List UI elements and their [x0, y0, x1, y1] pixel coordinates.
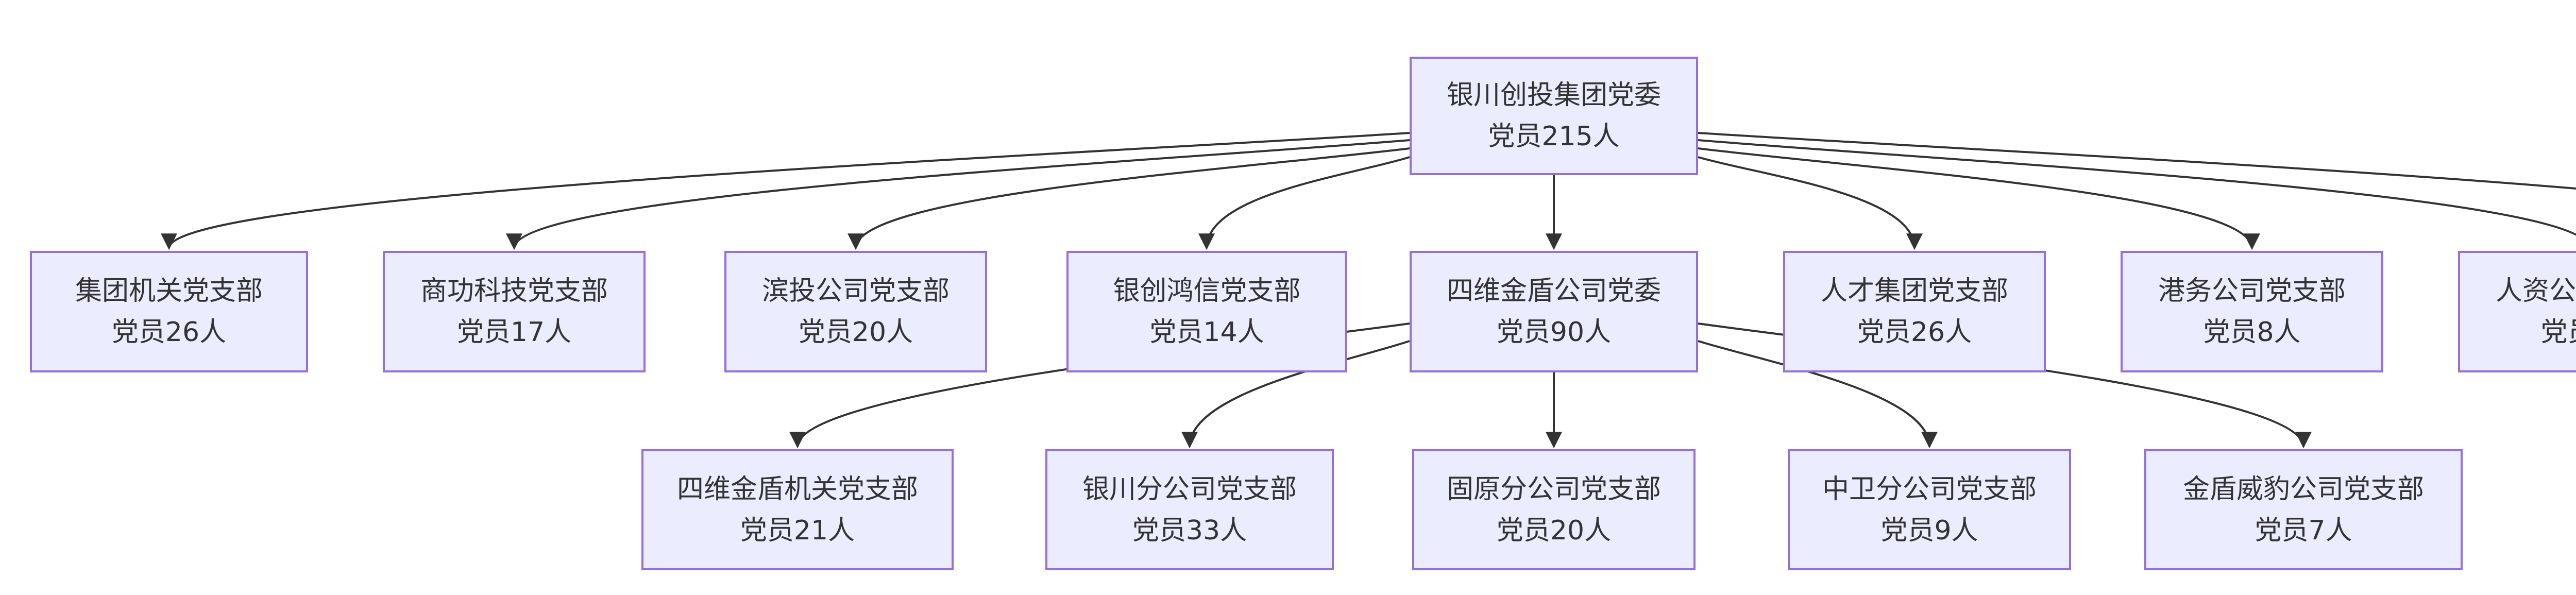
node-member-count: 党员215人 [1488, 121, 1620, 152]
node-member-count: 党员20人 [1496, 515, 1612, 546]
node-title: 集团机关党支部 [75, 276, 263, 307]
org-node-root: 银川创投集团党委党员215人 [1410, 57, 1698, 175]
node-member-count: 党员26人 [1857, 317, 1972, 348]
org-node-l3-4: 金盾威豹公司党支部党员7人 [2144, 449, 2463, 570]
org-node-l3-3: 中卫分公司党支部党员9人 [1788, 449, 2071, 570]
org-node-l2-1: 商功科技党支部党员17人 [383, 251, 646, 372]
node-title: 商功科技党支部 [420, 276, 608, 307]
org-node-l2-4: 四维金盾公司党委党员90人 [1410, 251, 1698, 372]
node-title: 人资公司党支部 [2495, 276, 2576, 307]
node-member-count: 党员17人 [456, 317, 572, 348]
org-node-l2-3: 银创鸿信党支部党员14人 [1066, 251, 1347, 372]
org-node-l3-1: 银川分公司党支部党员33人 [1045, 449, 1334, 570]
node-member-count: 党员7人 [2255, 515, 2352, 546]
org-chart-edge [848, 147, 1410, 250]
org-node-l3-2: 固原分公司党支部党员20人 [1412, 449, 1696, 570]
node-member-count: 党员20人 [798, 317, 913, 348]
node-member-count: 党员90人 [1496, 317, 1612, 348]
node-title: 银创鸿信党支部 [1113, 276, 1301, 307]
org-node-l2-6: 港务公司党支部党员8人 [2121, 251, 2383, 372]
node-member-count: 党员8人 [2203, 317, 2301, 348]
node-member-count: 党员5人 [2540, 317, 2576, 348]
org-chart-edge [1181, 340, 1410, 449]
org-chart-edge [1698, 132, 2576, 190]
org-chart-edge [1198, 156, 1410, 250]
org-chart-edge [1698, 156, 1923, 250]
node-member-count: 党员33人 [1132, 515, 1247, 546]
node-title: 银川分公司党支部 [1082, 473, 1297, 505]
node-title: 中卫分公司党支部 [1822, 473, 2037, 505]
node-member-count: 党员9人 [1880, 515, 1978, 546]
node-title: 固原分公司党支部 [1446, 473, 1661, 505]
node-member-count: 党员21人 [740, 515, 855, 546]
node-title: 人才集团党支部 [1820, 276, 2008, 307]
org-node-l2-0: 集团机关党支部党员26人 [30, 251, 308, 372]
org-chart-edge [1698, 139, 2576, 236]
node-title: 四维金盾公司党委 [1446, 276, 1661, 307]
node-title: 滨投公司党支部 [761, 276, 950, 307]
node-member-count: 党员14人 [1149, 317, 1264, 348]
org-chart-edge [1698, 147, 2260, 250]
org-chart-edge [161, 132, 1410, 250]
node-member-count: 党员26人 [111, 317, 227, 348]
org-node-l3-0: 四维金盾机关党支部党员21人 [641, 449, 954, 570]
node-title: 港务公司党支部 [2158, 276, 2346, 307]
org-node-l2-7: 人资公司党支部党员5人 [2458, 251, 2576, 372]
node-title: 金盾威豹公司党支部 [2182, 473, 2424, 505]
node-title: 银川创投集团党委 [1446, 80, 1661, 111]
org-chart-edge [506, 139, 1410, 250]
org-chart-edge [1698, 340, 1938, 449]
org-node-l2-5: 人才集团党支部党员26人 [1783, 251, 2046, 372]
org-node-l2-2: 滨投公司党支部党员20人 [724, 251, 987, 372]
node-title: 四维金盾机关党支部 [676, 473, 918, 505]
